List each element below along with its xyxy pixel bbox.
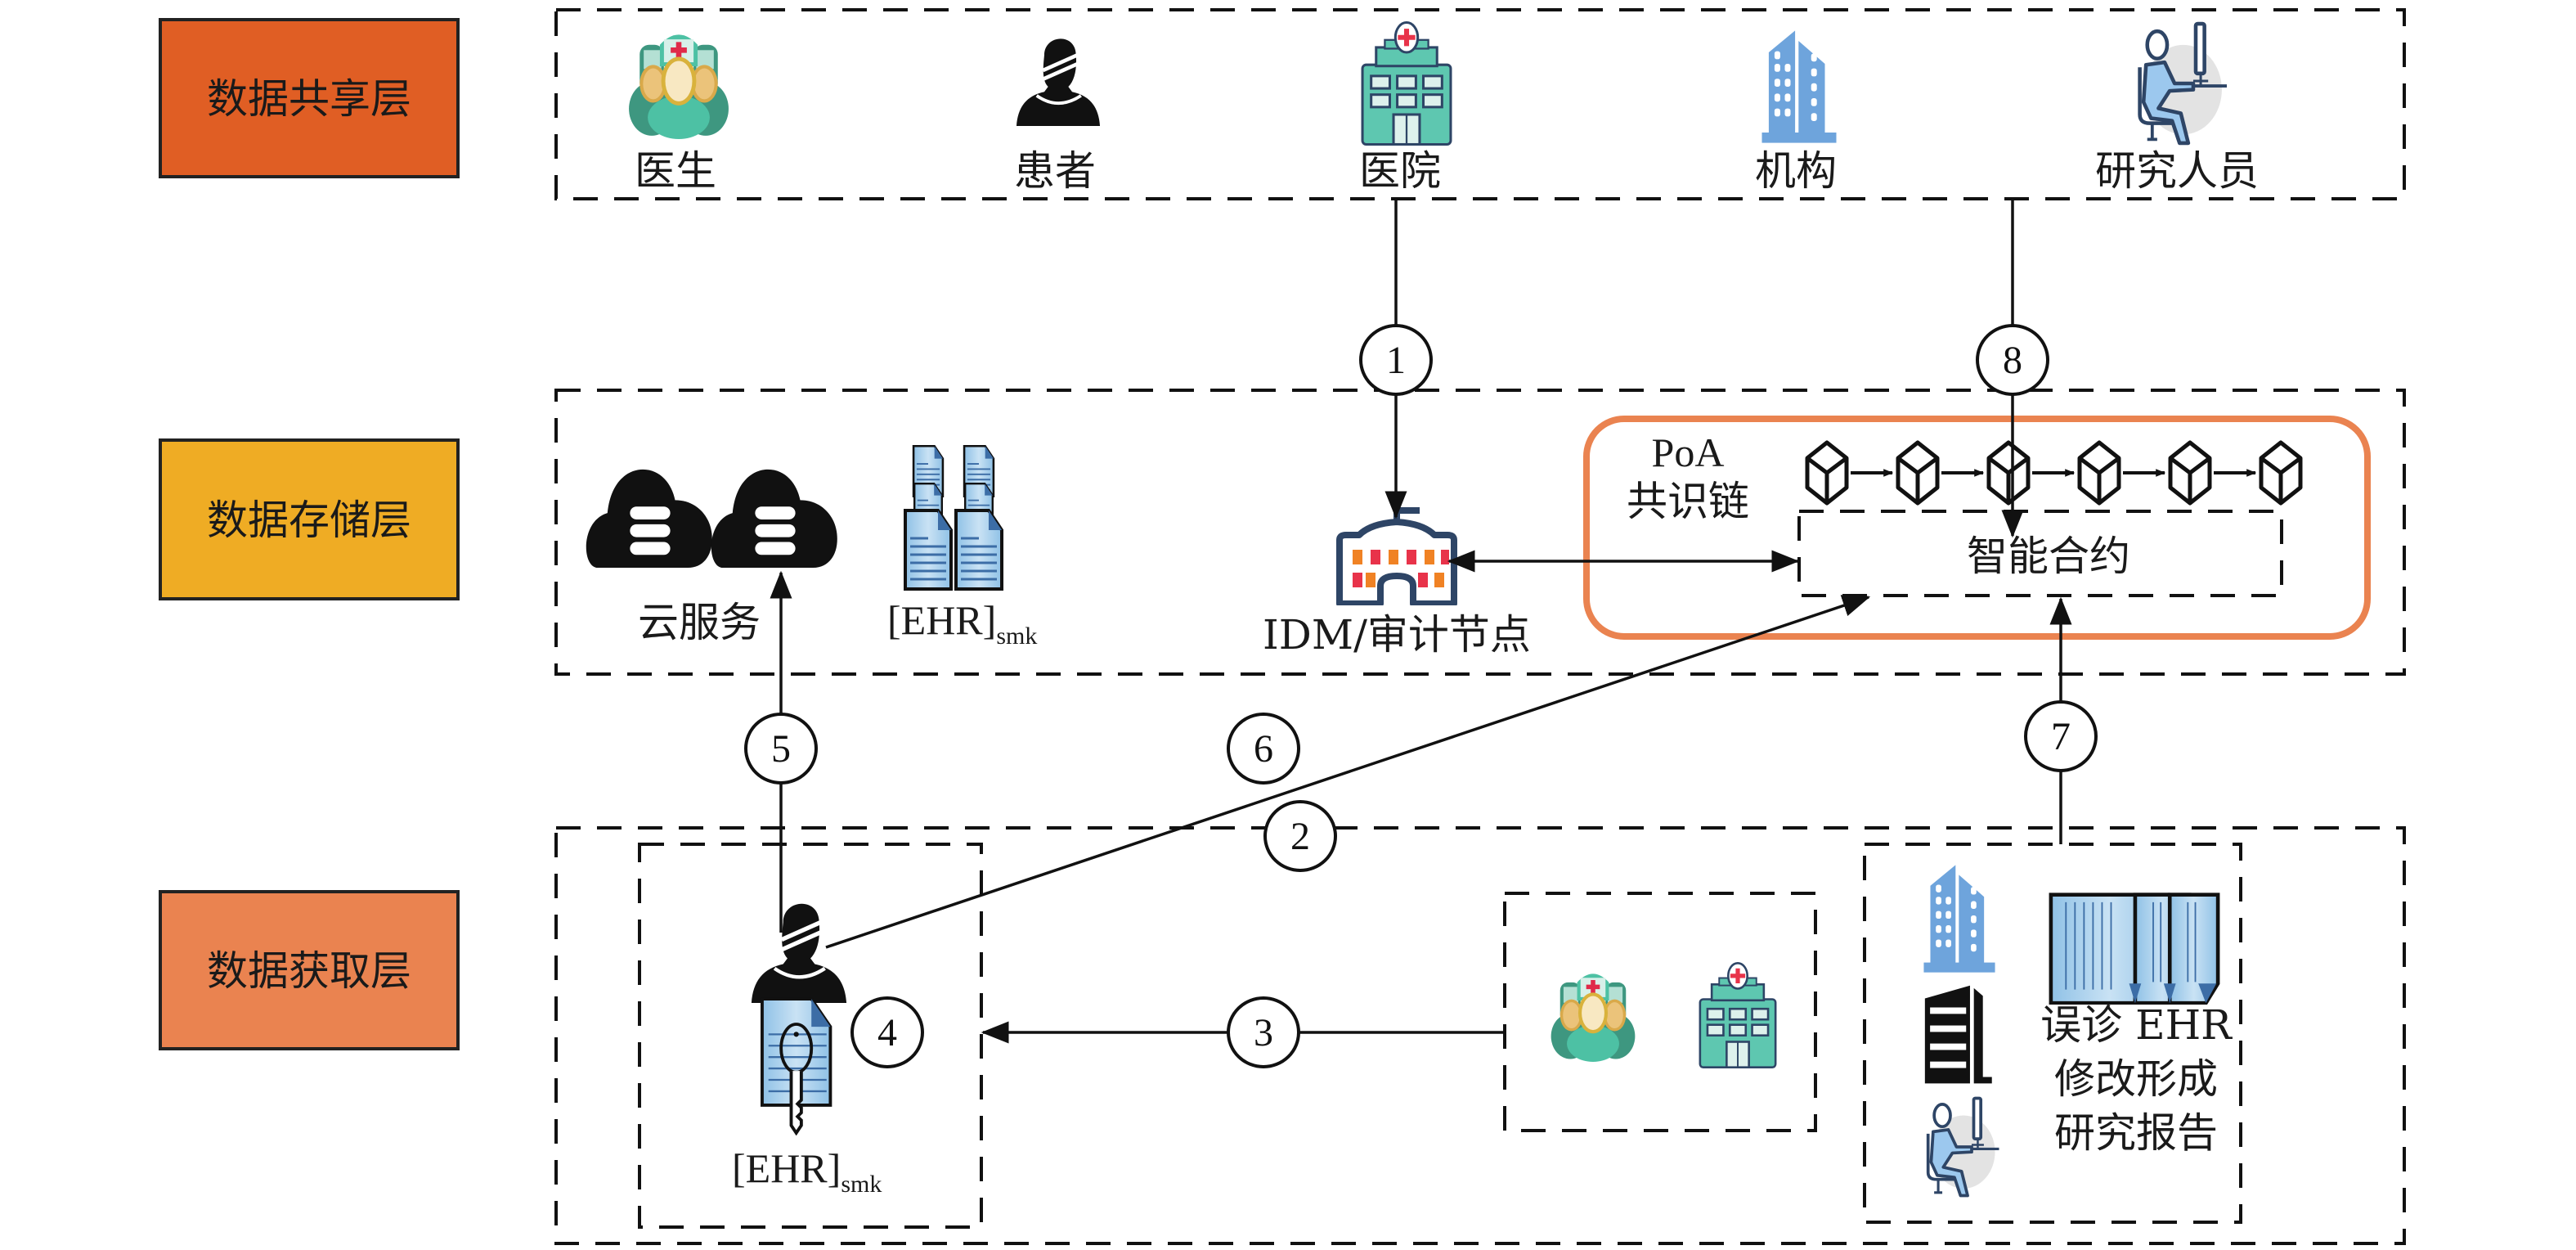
step-circle	[850, 996, 924, 1068]
ehr-store[interactable]: [EHR]smk	[887, 446, 1037, 650]
layer-label-acquire: 数据获取层	[159, 890, 460, 1050]
layer-label-share: 数据共享层	[159, 18, 460, 178]
ehr-store-label: [EHR]smk	[887, 597, 1037, 650]
step-marker-4: 4	[850, 996, 924, 1068]
provider-group[interactable]	[1551, 962, 1777, 1068]
poa-chain-border	[1583, 416, 2371, 640]
step-marker-1: 1	[1359, 324, 1433, 396]
patient-ehr-label: [EHR]smk	[732, 1145, 882, 1198]
step-circle	[1227, 713, 1300, 785]
storage-layer-container	[554, 389, 2406, 676]
block-chain-row	[1807, 443, 2300, 503]
step-marker-5: 5	[744, 713, 818, 785]
step-number: 4	[877, 1011, 897, 1054]
cloud-service-label: 云服务	[638, 599, 761, 646]
idm-audit-node-label: IDM/审计节点	[1263, 611, 1531, 659]
step-circle	[1227, 996, 1300, 1068]
poa-chain-subtitle: 共识链	[1627, 478, 1749, 525]
research-text-line-1: 误诊 EHR	[2040, 1001, 2233, 1049]
step-number: 6	[1254, 727, 1273, 771]
actor-hospital-label: 医院	[1359, 147, 1441, 195]
cloud-service[interactable]: 云服务	[586, 469, 837, 646]
research-text-line-2: 修改形成	[2054, 1055, 2218, 1103]
step-marker-7: 7	[2024, 700, 2098, 772]
step-marker-6: 6	[1227, 713, 1300, 785]
idm-audit-node[interactable]: IDM/审计节点	[1263, 507, 1531, 659]
step-markers: 1 2 3 4 5 6 7 8	[744, 324, 2098, 1068]
step-number: 8	[2003, 339, 2022, 382]
doctor-group-icon	[629, 34, 729, 139]
step-number: 5	[771, 727, 791, 771]
actor-patient[interactable]: 患者	[1014, 38, 1100, 195]
step-number: 1	[1386, 339, 1406, 382]
actor-institution-label: 机构	[1755, 147, 1837, 195]
patient-owner[interactable]: [EHR]smk	[732, 904, 882, 1198]
patient-icon	[1016, 38, 1100, 126]
share-layer-container	[554, 8, 2406, 200]
patient-icon	[752, 904, 846, 1003]
layer-label-storage: 数据存储层	[159, 438, 460, 600]
actor-researcher-label: 研究人员	[2095, 147, 2259, 195]
researcher-at-desk-icon	[1926, 1096, 2001, 1198]
step-circle	[1976, 324, 2049, 396]
cube-block-icon	[1989, 443, 2028, 503]
actor-researcher[interactable]: 研究人员	[2095, 24, 2259, 195]
office-building-icon	[1923, 865, 1995, 973]
research-output[interactable]: 误诊 EHR 修改形成 研究报告	[1923, 865, 2233, 1198]
step-number: 7	[2051, 715, 2071, 758]
actor-institution[interactable]: 机构	[1755, 30, 1837, 195]
cloud-database-icon	[711, 469, 837, 569]
layer-label-share-text: 数据共享层	[207, 75, 411, 123]
actor-doctor[interactable]: 医生	[629, 34, 729, 195]
research-text-line-3: 研究报告	[2054, 1109, 2218, 1157]
office-building-icon	[1761, 30, 1837, 143]
actor-doctor-label: 医生	[635, 147, 716, 195]
acquire-layer-container	[554, 826, 2406, 1245]
actor-hospital[interactable]: 医院	[1359, 21, 1452, 195]
step-marker-8: 8	[1976, 324, 2049, 396]
layer-label-storage-text: 数据存储层	[207, 497, 411, 544]
smart-contract-label: 智能合约	[1967, 533, 2130, 580]
cloud-database-icon	[586, 469, 712, 569]
hospital-icon	[1699, 962, 1777, 1068]
step-circle	[1263, 800, 1337, 872]
actor-patient-label: 患者	[1014, 147, 1096, 195]
poa-consensus-chain[interactable]: PoA 共识链 智能合约	[1583, 416, 2371, 640]
step-circle	[2024, 700, 2098, 772]
layer-label-acquire-text: 数据获取层	[207, 947, 411, 995]
cube-block-icon	[1898, 443, 1937, 503]
cube-block-icon	[2080, 443, 2119, 503]
step-circle	[744, 713, 818, 785]
doctor-group-icon	[1551, 973, 1636, 1062]
hospital-icon	[1361, 21, 1452, 146]
cube-block-icon	[1807, 443, 1847, 503]
document-stack-icon	[905, 446, 1002, 589]
arrow-step-6	[825, 595, 1871, 949]
step-number: 3	[1254, 1011, 1273, 1054]
step-marker-3: 3	[1227, 996, 1300, 1068]
provider-sub-container	[1503, 892, 1817, 1132]
researcher-at-desk-icon	[2140, 24, 2227, 143]
document-stack-icon	[2051, 895, 2218, 1003]
dark-building-icon	[1924, 985, 1992, 1084]
cube-block-icon	[2261, 443, 2300, 503]
step-number: 2	[1290, 815, 1310, 858]
research-sub-container	[1863, 843, 2242, 1224]
government-building-icon	[1340, 507, 1454, 604]
encrypted-document-key-icon	[762, 999, 830, 1133]
step-circle	[1359, 324, 1433, 396]
cube-block-icon	[2170, 443, 2210, 503]
step-marker-2: 2	[1263, 800, 1337, 872]
poa-chain-title: PoA	[1652, 429, 1725, 475]
